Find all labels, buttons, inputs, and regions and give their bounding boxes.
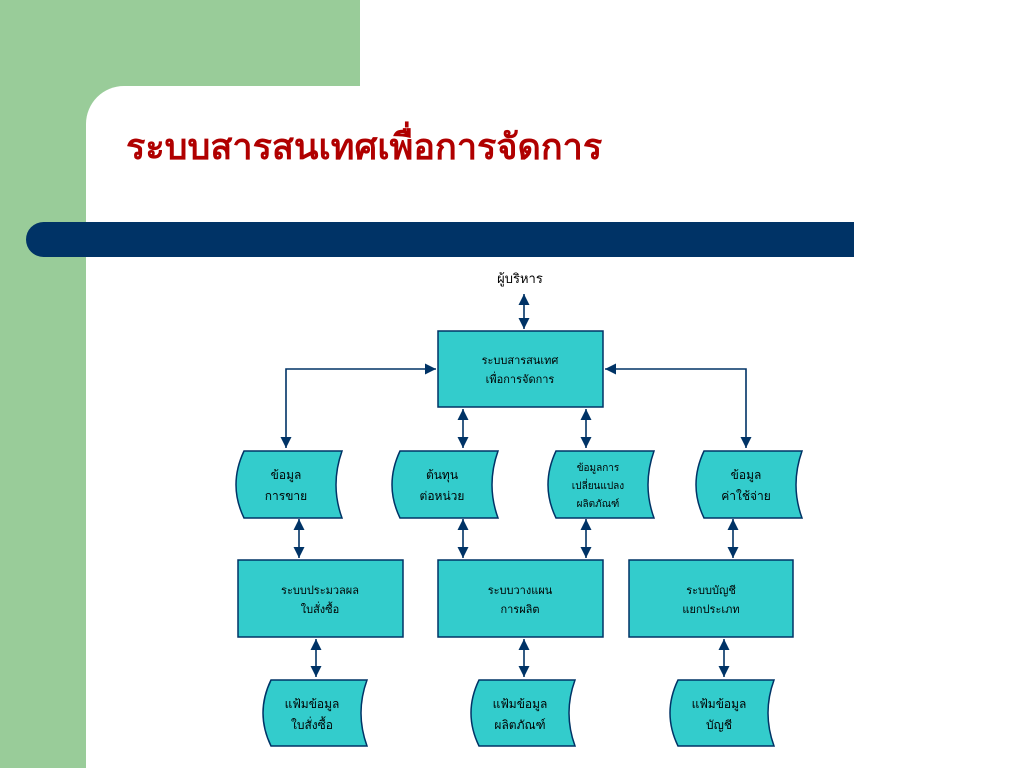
svg-text:ต่อหน่วย: ต่อหน่วย: [420, 489, 465, 503]
unit-cost-storage: ต้นทุน ต่อหน่วย: [391, 450, 500, 519]
svg-text:ใบสั่งซื้อ: ใบสั่งซื้อ: [301, 601, 340, 616]
svg-text:ระบบสารสนเทศ: ระบบสารสนเทศ: [482, 354, 559, 367]
accounting-box: ระบบบัญชี แยกประเภท: [628, 559, 794, 638]
svg-text:ข้อมูลการ: ข้อมูลการ: [577, 462, 620, 474]
svg-text:ระบบบัญชี: ระบบบัญชี: [686, 584, 736, 597]
order-file-storage: แฟ้มข้อมูล ใบสั่งซื้อ: [262, 679, 369, 747]
svg-text:ข้อมูล: ข้อมูล: [731, 468, 762, 483]
connector-mis-sales: [280, 363, 436, 448]
svg-text:แฟ้มข้อมูล: แฟ้มข้อมูล: [692, 697, 747, 712]
mis-box: ระบบสารสนเทศ เพื่อการจัดการ: [437, 330, 604, 408]
product-file-storage: แฟ้มข้อมูล ผลิตภัณฑ์: [470, 679, 577, 747]
title-underline-bar: [26, 222, 854, 257]
svg-text:การขาย: การขาย: [265, 489, 307, 503]
product-change-storage: ข้อมูลการ เปลี่ยนแปลง ผลิตภัณฑ์: [547, 450, 656, 519]
manager-label: ผู้บริหาร: [497, 272, 543, 287]
svg-text:แฟ้มข้อมูล: แฟ้มข้อมูล: [493, 697, 548, 712]
svg-text:ข้อมูล: ข้อมูล: [271, 468, 302, 483]
svg-text:ระบบประมวลผล: ระบบประมวลผล: [281, 584, 359, 597]
svg-text:แยกประเภท: แยกประเภท: [682, 603, 739, 616]
svg-text:ใบสั่งซื้อ: ใบสั่งซื้อ: [291, 716, 333, 732]
svg-text:ค่าใช้จ่าย: ค่าใช้จ่าย: [721, 489, 771, 503]
connectors: [280, 294, 752, 677]
svg-text:แฟ้มข้อมูล: แฟ้มข้อมูล: [285, 697, 340, 712]
account-file-storage: แฟ้มข้อมูล บัญชี: [669, 679, 776, 747]
production-planning-box: ระบบวางแผน การผลิต: [437, 559, 604, 638]
content-area: [86, 86, 1024, 768]
expense-data-storage: ข้อมูล ค่าใช้จ่าย: [695, 450, 804, 519]
data-sales-storage: ข้อมูล การขาย: [235, 450, 344, 519]
svg-text:การผลิต: การผลิต: [500, 603, 539, 616]
order-processing-box: ระบบประมวลผล ใบสั่งซื้อ: [237, 559, 404, 638]
svg-text:เปลี่ยนแปลง: เปลี่ยนแปลง: [572, 478, 625, 492]
svg-text:ระบบวางแผน: ระบบวางแผน: [488, 584, 553, 597]
svg-text:เพื่อการจัดการ: เพื่อการจัดการ: [486, 371, 555, 386]
slide-title: ระบบสารสนเทศเพื่อการจัดการ: [126, 127, 603, 168]
svg-text:ผลิตภัณฑ์: ผลิตภัณฑ์: [494, 718, 545, 732]
svg-text:ต้นทุน: ต้นทุน: [426, 468, 458, 483]
svg-text:ผลิตภัณฑ์: ผลิตภัณฑ์: [577, 498, 620, 510]
connector-mis-expense: [605, 363, 752, 448]
svg-text:บัญชี: บัญชี: [706, 718, 732, 732]
